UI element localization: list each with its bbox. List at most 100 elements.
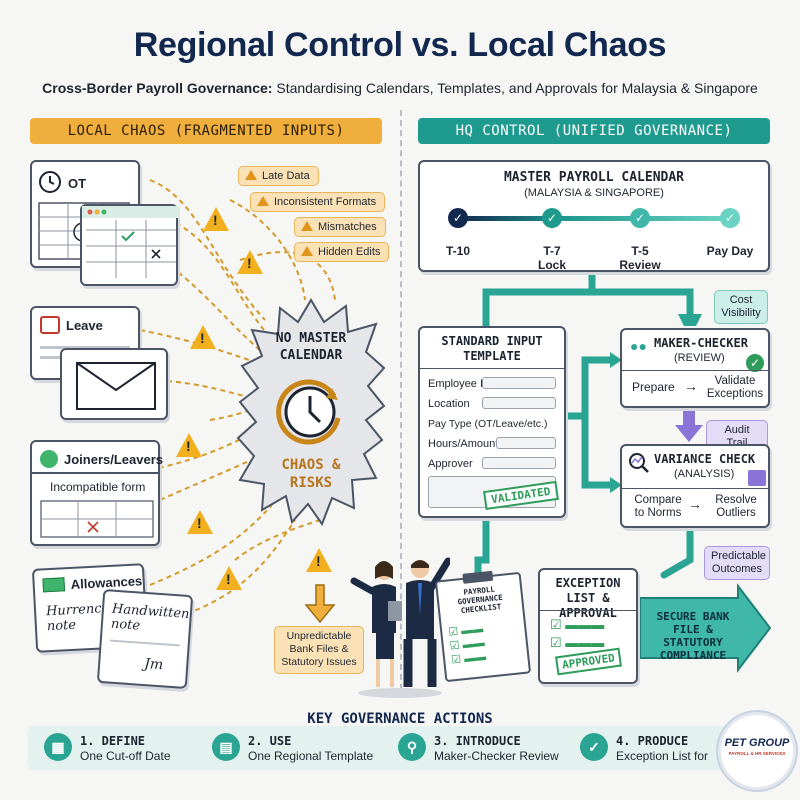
logo-name: PET GROUP bbox=[724, 737, 790, 749]
warning-icon: ! bbox=[203, 207, 229, 231]
approver-field bbox=[482, 457, 556, 469]
clipboard-clip bbox=[462, 570, 494, 584]
no-master-calendar-label: NO MASTER CALENDAR bbox=[275, 331, 347, 363]
flow-arrowhead bbox=[610, 477, 622, 493]
banknote-icon bbox=[42, 577, 66, 593]
checklist-title: PAYROLL GOVERNANCE CHECKLIST bbox=[457, 584, 504, 616]
chaos-risks-label: CHAOS & RISKS bbox=[281, 457, 341, 491]
timeline-step-sub: Review bbox=[619, 258, 661, 272]
issue-pill-mismatches: Mismatches bbox=[294, 217, 386, 237]
warning-icon bbox=[245, 170, 257, 180]
page-title: Regional Control vs. Local Chaos bbox=[133, 26, 667, 64]
maker-checker-title: MAKER-CHECKER bbox=[654, 336, 748, 350]
warning-icon: ! bbox=[216, 566, 242, 590]
unpredictable-outcome-box: Unpredictable Bank Files & Statutory Iss… bbox=[274, 626, 364, 674]
timeline-check-icon: ✓ bbox=[720, 208, 740, 228]
flow-arrowhead bbox=[610, 352, 622, 368]
card-divider bbox=[32, 472, 158, 474]
variance-from-label: Compare to Norms bbox=[634, 494, 682, 519]
spreadsheet-card bbox=[80, 204, 180, 286]
card-divider bbox=[420, 368, 564, 369]
person-icon bbox=[40, 450, 58, 468]
actions-title: KEY GOVERNANCE ACTIONS bbox=[307, 711, 493, 727]
timeline-step-label: T-10 bbox=[445, 244, 470, 258]
handwritten-note-card: Handwitten note Jm bbox=[96, 588, 194, 690]
warning-icon: ! bbox=[176, 433, 202, 457]
card-divider bbox=[540, 610, 636, 611]
variance-check-card: VARIANCE CHECK (ANALYSIS) Compare to Nor… bbox=[620, 444, 770, 528]
warning-icon bbox=[257, 196, 269, 206]
action-introduce: ⚲ 3. INTRODUCE Maker-Checker Review bbox=[398, 733, 568, 765]
field-label-hours: Hours/Amount bbox=[428, 438, 499, 450]
outcome-down-arrow bbox=[304, 584, 336, 624]
exception-list-title: EXCEPTION LIST & APPROVAL bbox=[555, 576, 621, 620]
section-divider bbox=[400, 110, 402, 690]
warning-icon bbox=[301, 221, 313, 231]
warning-icon: ! bbox=[306, 548, 332, 572]
card-divider bbox=[622, 488, 768, 489]
page-subtitle: Cross-Border Payroll Governance: Standar… bbox=[0, 80, 800, 96]
leave-label: Leave bbox=[66, 318, 103, 333]
logo-tagline: PAYROLL & HR SERVICES bbox=[728, 751, 786, 756]
people-icon: ●● bbox=[630, 338, 647, 354]
maker-to-label: Validate Exceptions bbox=[706, 375, 764, 400]
warning-icon: ! bbox=[190, 325, 216, 349]
timeline-step-label: T-5 bbox=[631, 244, 649, 258]
joiners-card: Joiners/Leavers Incompatible form bbox=[30, 440, 164, 546]
text-line bbox=[109, 639, 180, 647]
note-text-2: Handwitten note bbox=[110, 601, 190, 634]
warning-icon bbox=[301, 246, 313, 256]
signature: Jm bbox=[143, 656, 164, 674]
field-label-pay-type: Pay Type (OT/Leave/etc.) bbox=[428, 418, 548, 430]
calendar-icon: ▦ bbox=[44, 733, 72, 761]
local-chaos-banner: LOCAL CHAOS (FRAGMENTED INPUTS) bbox=[30, 118, 382, 144]
predictable-outcomes-tag: Predictable Outcomes bbox=[704, 546, 770, 580]
document-icon: ▤ bbox=[212, 733, 240, 761]
action-define: ▦ 1. DEFINE One Cut-off Date bbox=[44, 733, 204, 765]
action-use: ▤ 2. USE One Regional Template bbox=[212, 733, 382, 765]
master-calendar-subtitle: (MALAYSIA & SINGAPORE) bbox=[524, 187, 664, 199]
check-icon: ✓ bbox=[746, 354, 764, 372]
clock-icon bbox=[276, 379, 341, 445]
arrow-right-icon: → bbox=[684, 378, 698, 394]
field-label-approver: Approver bbox=[428, 458, 473, 470]
arrow-right-icon: → bbox=[688, 496, 702, 512]
field-label-location: Location bbox=[428, 398, 470, 410]
timeline-check-icon: ✓ bbox=[448, 208, 468, 228]
purple-down-arrow bbox=[675, 408, 703, 442]
location-field bbox=[482, 397, 556, 409]
timeline-step-label: Pay Day bbox=[706, 244, 754, 258]
calendar-icon bbox=[40, 316, 60, 334]
master-calendar-title: MASTER PAYROLL CALENDAR bbox=[503, 170, 684, 185]
maker-from-label: Prepare bbox=[632, 380, 675, 394]
timeline-check-icon: ✓ bbox=[542, 208, 562, 228]
employee-id-field bbox=[482, 377, 556, 389]
clock-icon bbox=[39, 171, 61, 193]
flow-arrowhead bbox=[678, 314, 702, 326]
warning-icon: ! bbox=[237, 250, 263, 274]
governance-checklist: PAYROLL GOVERNANCE CHECKLIST ☑ ▬▬☑ ▬▬☑ ▬… bbox=[434, 570, 532, 683]
form-grid-icon bbox=[40, 500, 154, 538]
pet-group-logo: PET GROUP PAYROLL & HR SERVICES bbox=[718, 712, 796, 790]
check-icon: ✓ bbox=[580, 733, 608, 761]
secure-bank-file-label: SECURE BANK FILE & STATUTORY COMPLIANCE bbox=[656, 610, 730, 662]
spreadsheet-icon bbox=[82, 206, 180, 278]
magnifier-chart-icon bbox=[629, 453, 649, 473]
timeline-step-label: T-7 bbox=[543, 244, 561, 258]
exception-list-card: EXCEPTION LIST & APPROVAL ☑ ▬▬▬☑ ▬▬▬ APP… bbox=[538, 568, 638, 684]
secure-file-arrow bbox=[639, 583, 772, 673]
subtitle-rest: Standardising Calendars, Templates, and … bbox=[272, 80, 758, 96]
ot-label: OT bbox=[68, 176, 87, 191]
joiners-label: Joiners/Leavers bbox=[64, 452, 164, 467]
issue-pill-hidden-edits: Hidden Edits bbox=[294, 242, 390, 262]
email-card bbox=[60, 348, 168, 420]
timeline-check-icon: ✓ bbox=[630, 208, 650, 228]
standard-input-template-card: STANDARD INPUT TEMPLATE Employee ID Loca… bbox=[418, 326, 566, 518]
maker-checker-subtitle: (REVIEW) bbox=[674, 352, 725, 364]
checklist-items: ☑ ▬▬☑ ▬▬☑ ▬▬ bbox=[447, 623, 487, 667]
master-calendar-card: MASTER PAYROLL CALENDAR (MALAYSIA & SING… bbox=[418, 160, 770, 272]
exception-check-items: ☑ ▬▬▬☑ ▬▬▬ bbox=[550, 617, 605, 650]
business-people-illustration bbox=[350, 557, 450, 698]
incompatible-label: Incompatible form bbox=[50, 480, 146, 494]
